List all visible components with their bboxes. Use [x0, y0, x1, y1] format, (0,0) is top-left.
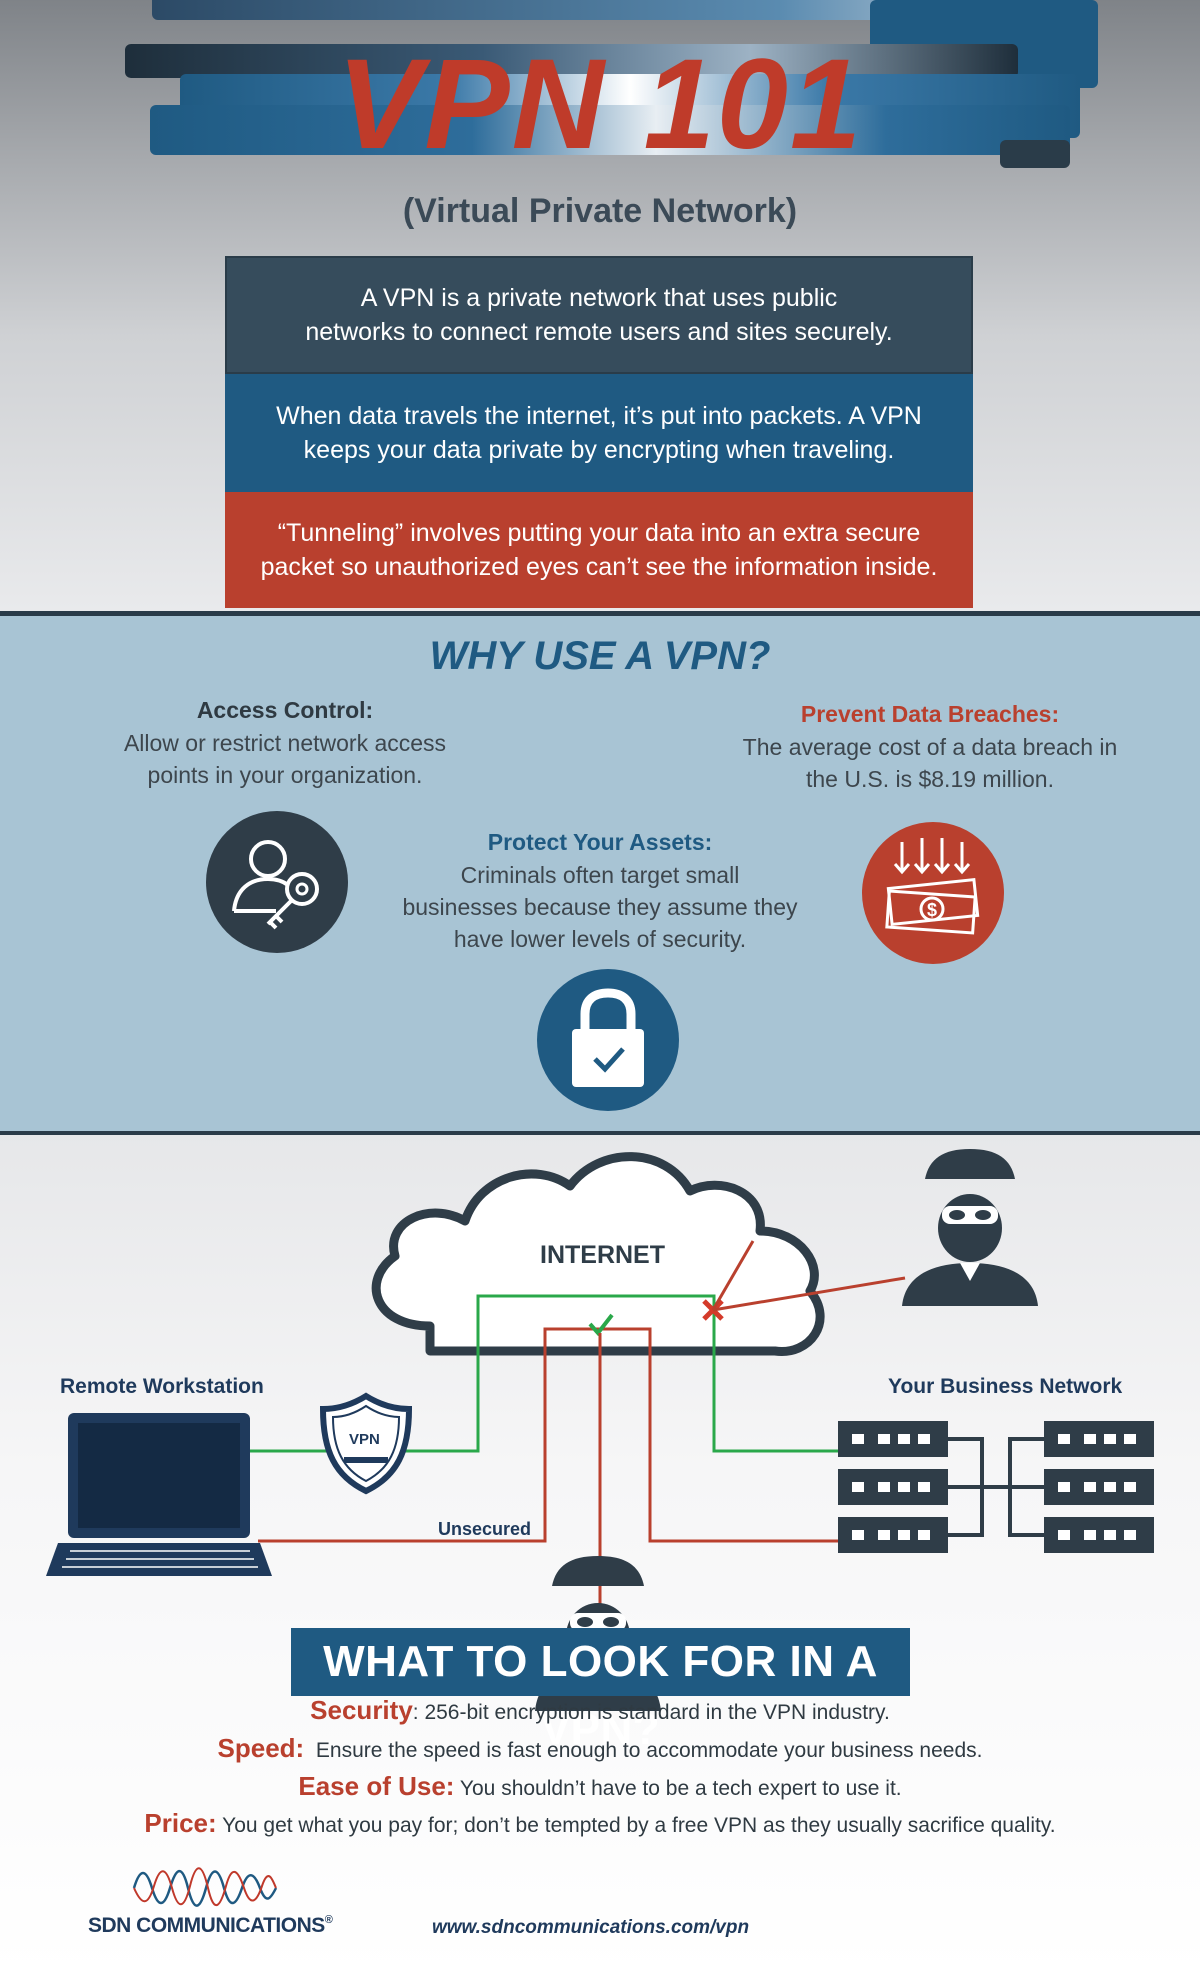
unsecured-label: Unsecured	[438, 1519, 532, 1539]
criterion-sep	[304, 1739, 316, 1762]
user-key-icon	[206, 811, 348, 953]
vpn-shield-icon	[319, 1392, 413, 1495]
criterion-text: 256-bit encryption is standard in the VP…	[424, 1701, 890, 1724]
vpn-badge-label: VPN	[349, 1431, 380, 1448]
tunneling-line: packet so unauthorized eyes can’t see th…	[260, 553, 938, 581]
unsecured-path	[258, 1327, 838, 1543]
packets-line: keeps your data private by encrypting wh…	[303, 436, 895, 464]
why-title: WHY USE A VPN?	[429, 634, 771, 678]
tunneling-box: “Tunneling” involves putting your data i…	[225, 492, 973, 608]
assets-line: have lower levels of security.	[453, 926, 747, 952]
criterion-ease: Ease of Use: You shouldn’t have to be a …	[0, 1771, 1200, 1802]
business-network-label: Your Business Network	[888, 1375, 1123, 1398]
remote-workstation-label: Remote Workstation	[60, 1375, 264, 1398]
header-bar	[1000, 140, 1070, 168]
criterion-key: Ease of Use:	[298, 1771, 455, 1801]
server-lights	[852, 1434, 1136, 1540]
breach-line: The average cost of a data breach in	[742, 734, 1118, 760]
assets-heading: Protect Your Assets:	[487, 829, 713, 855]
attack-line	[712, 1276, 906, 1312]
logo-reg: ®	[324, 1914, 333, 1926]
hacker-icon	[902, 1149, 1038, 1306]
lock-icon	[537, 969, 679, 1111]
page-subtitle: (Virtual Private Network)	[402, 192, 798, 230]
divider	[0, 611, 1200, 616]
access-line: points in your organization.	[147, 762, 423, 788]
breach-text: The average cost of a data breach in the…	[715, 731, 1145, 795]
definition-line: A VPN is a private network that uses pub…	[360, 284, 838, 312]
access-heading: Access Control:	[196, 697, 374, 723]
header-bar	[152, 0, 1047, 20]
laptop-icon	[46, 1413, 272, 1576]
criterion-text: You shouldn’t have to be a tech expert t…	[459, 1777, 902, 1800]
divider	[0, 1131, 1200, 1135]
breach-heading: Prevent Data Breaches:	[800, 701, 1060, 727]
assets-line: businesses because they assume they	[402, 894, 798, 920]
tunneling-line: “Tunneling” involves putting your data i…	[277, 519, 921, 547]
criterion-key: Speed:	[217, 1733, 305, 1763]
access-line: Allow or restrict network access	[123, 730, 447, 756]
server-connectors	[948, 1437, 1044, 1537]
money-loss-icon: $	[862, 822, 1004, 964]
breach-line: the U.S. is $8.19 million.	[805, 766, 1054, 792]
criterion-key: Security	[310, 1695, 413, 1725]
footer-url[interactable]: www.sdncommunications.com/vpn	[432, 1917, 750, 1938]
internet-label: INTERNET	[540, 1241, 665, 1269]
diagram-canvas	[46, 1149, 1154, 1711]
header-section: VPN 101 (Virtual Private Network) A VPN …	[0, 0, 1200, 611]
criterion-key: Price:	[144, 1808, 217, 1838]
assets-text: Criminals often target small businesses …	[370, 859, 830, 955]
company-logo: SDN COMMUNICATIONS®	[88, 1914, 333, 1938]
attack-line	[711, 1240, 755, 1311]
access-text: Allow or restrict network access points …	[90, 727, 480, 791]
logo-text: SDN COMMUNICATIONS	[88, 1914, 325, 1937]
criterion-price: Price: You get what you pay for; don’t b…	[0, 1808, 1200, 1839]
header-bar	[125, 44, 1018, 78]
assets-line: Criminals often target small	[460, 862, 740, 888]
secured-path	[250, 1294, 838, 1453]
definition-box: A VPN is a private network that uses pub…	[225, 256, 973, 374]
sdn-logo-wave-icon	[132, 1867, 278, 1907]
packets-line: When data travels the internet, it’s put…	[276, 402, 922, 430]
why-section: WHY USE A VPN? Access Control: Allow or …	[0, 611, 1200, 1131]
network-diagram: INTERNET Remote Workstation Your Busines…	[0, 1131, 1200, 1976]
page-title: VPN 101	[336, 33, 864, 176]
lookfor-title: WHAT TO LOOK FOR IN A VPN?	[291, 1628, 910, 1754]
criterion-sep: :	[412, 1701, 425, 1724]
definition-line: networks to connect remote users and sit…	[305, 318, 893, 346]
svg-text:$: $	[927, 900, 937, 920]
criterion-text: Ensure the speed is fast enough to accom…	[315, 1739, 983, 1762]
check-mark	[588, 1313, 614, 1337]
criterion-security: Security: 256-bit encryption is standard…	[0, 1695, 1200, 1726]
criterion-speed: Speed: Ensure the speed is fast enough t…	[0, 1733, 1200, 1764]
criterion-text: You get what you pay for; don’t be tempt…	[222, 1814, 1056, 1837]
packets-box: When data travels the internet, it’s put…	[225, 374, 973, 492]
header-bar	[150, 105, 1070, 155]
